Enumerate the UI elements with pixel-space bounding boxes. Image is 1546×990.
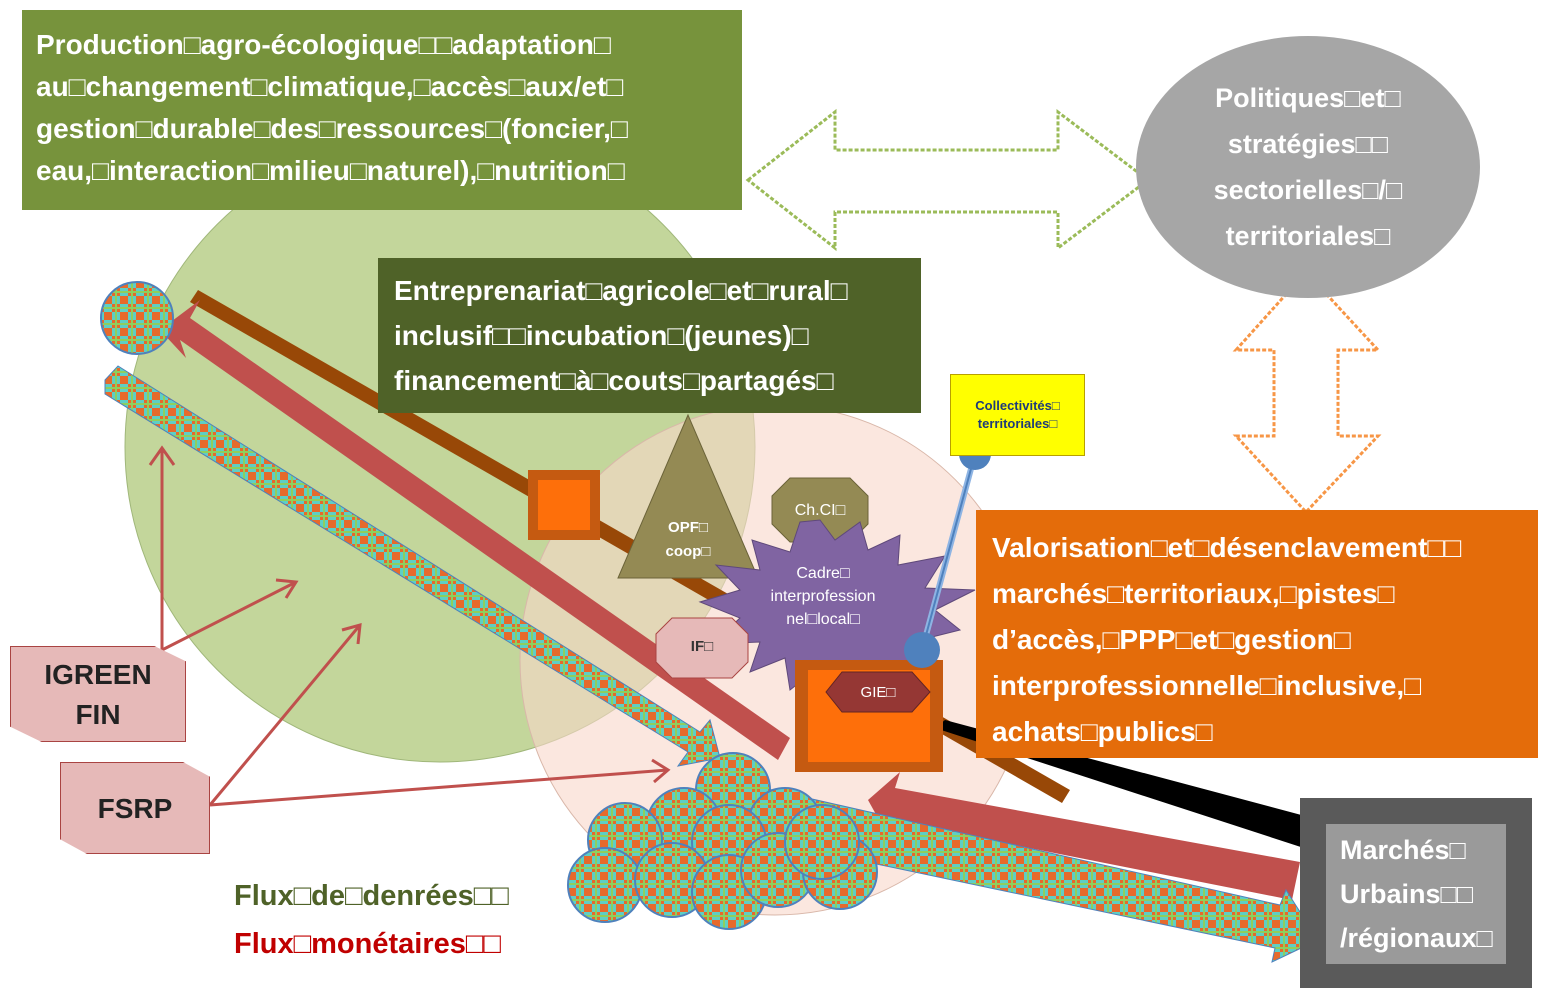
if-octagon (655, 617, 749, 679)
entreprenariat-box: Entreprenariat□agricole□et□rural□ inclus… (378, 258, 921, 413)
production-line: Production□agro-écologique□□adaptation□ (36, 29, 611, 60)
legend-flux-monetaires: Flux□monétaires□□ (234, 928, 501, 960)
collectivites-box: Collectivités□ territoriales□ (950, 374, 1085, 456)
collectivites-line: Collectivités□ (975, 398, 1060, 413)
production-line: eau,□interaction□milieu□naturel),□nutrit… (36, 155, 625, 186)
entreprenariat-line: Entreprenariat□agricole□et□rural□ (394, 275, 848, 306)
valorisation-line: marchés□territoriaux,□pistes□ (992, 578, 1395, 609)
red-monetary-arrow-upper (160, 300, 790, 760)
entreprenariat-line: inclusif□□incubation□(jeunes)□ (394, 320, 809, 351)
program-arrows (148, 445, 671, 807)
opf-label: OPF□ coop□ (658, 516, 718, 564)
gie-hexagon (825, 671, 931, 713)
valorisation-line: interprofessionnelle□inclusive,□ (992, 670, 1422, 701)
politiques-line: stratégies□□ (1227, 129, 1389, 159)
entreprenariat-line: financement□à□couts□partagés□ (394, 365, 834, 396)
valorisation-line: achats□publics□ (992, 716, 1213, 747)
double-arrow-vertical (1232, 269, 1382, 515)
product-circle (784, 804, 860, 880)
politiques-line: sectorielles□/□ (1213, 175, 1403, 205)
marches-box: Marchés□ Urbains□□ /régionaux□ (1326, 824, 1506, 964)
red-monetary-arrow-lower (868, 772, 1300, 900)
marches-line: Urbains□□ (1340, 879, 1474, 909)
production-box: Production□agro-écologique□□adaptation□ … (22, 10, 742, 210)
product-circle (100, 281, 174, 355)
product-circle (567, 847, 643, 923)
link-endpoint-bottom (904, 632, 940, 668)
opf-line: coop□ (665, 543, 711, 560)
politiques-ellipse: Politiques□et□ stratégies□□ sectorielles… (1136, 36, 1480, 298)
opf-line: OPF□ (668, 519, 708, 536)
cadre-line: nel□local□ (786, 611, 860, 628)
valorisation-line: d’accès,□PPP□et□gestion□ (992, 624, 1351, 655)
legend-flux-denrees: Flux□de□denrées□□ (234, 880, 509, 912)
cadre-line: interprofession (770, 588, 876, 605)
cadre-line: Cadre□ (796, 565, 850, 582)
valorisation-box: Valorisation□et□désenclavement□□ marchés… (976, 510, 1538, 758)
collectivites-line: territoriales□ (977, 416, 1058, 431)
double-arrow-horizontal (745, 108, 1151, 252)
orange-block-small-face (538, 480, 590, 530)
marches-line: /régionaux□ (1340, 923, 1493, 953)
igreen-fin-box: IGREEN FIN (10, 646, 186, 742)
politiques-line: Politiques□et□ (1215, 83, 1401, 113)
politiques-line: territoriales□ (1225, 221, 1391, 251)
chci-label: Ch.CI□ (794, 502, 846, 519)
if-label: IF□ (690, 638, 714, 655)
cadre-label: Cadre□ interprofession nel□local□ (748, 562, 898, 631)
valorisation-line: Valorisation□et□désenclavement□□ (992, 532, 1462, 563)
production-line: au□changement□climatique,□accès□aux/et□ (36, 71, 624, 102)
igreen-line: IGREEN (44, 659, 152, 690)
collectivites-link-inner (921, 453, 976, 651)
marches-line: Marchés□ (1340, 835, 1466, 865)
gie-label: GIE□ (860, 684, 896, 701)
fsrp-box: FSRP (60, 762, 210, 854)
opf-triangle (617, 413, 759, 579)
production-line: gestion□durable□des□ressources□(foncier,… (36, 113, 628, 144)
igreen-line: FIN (75, 699, 121, 730)
